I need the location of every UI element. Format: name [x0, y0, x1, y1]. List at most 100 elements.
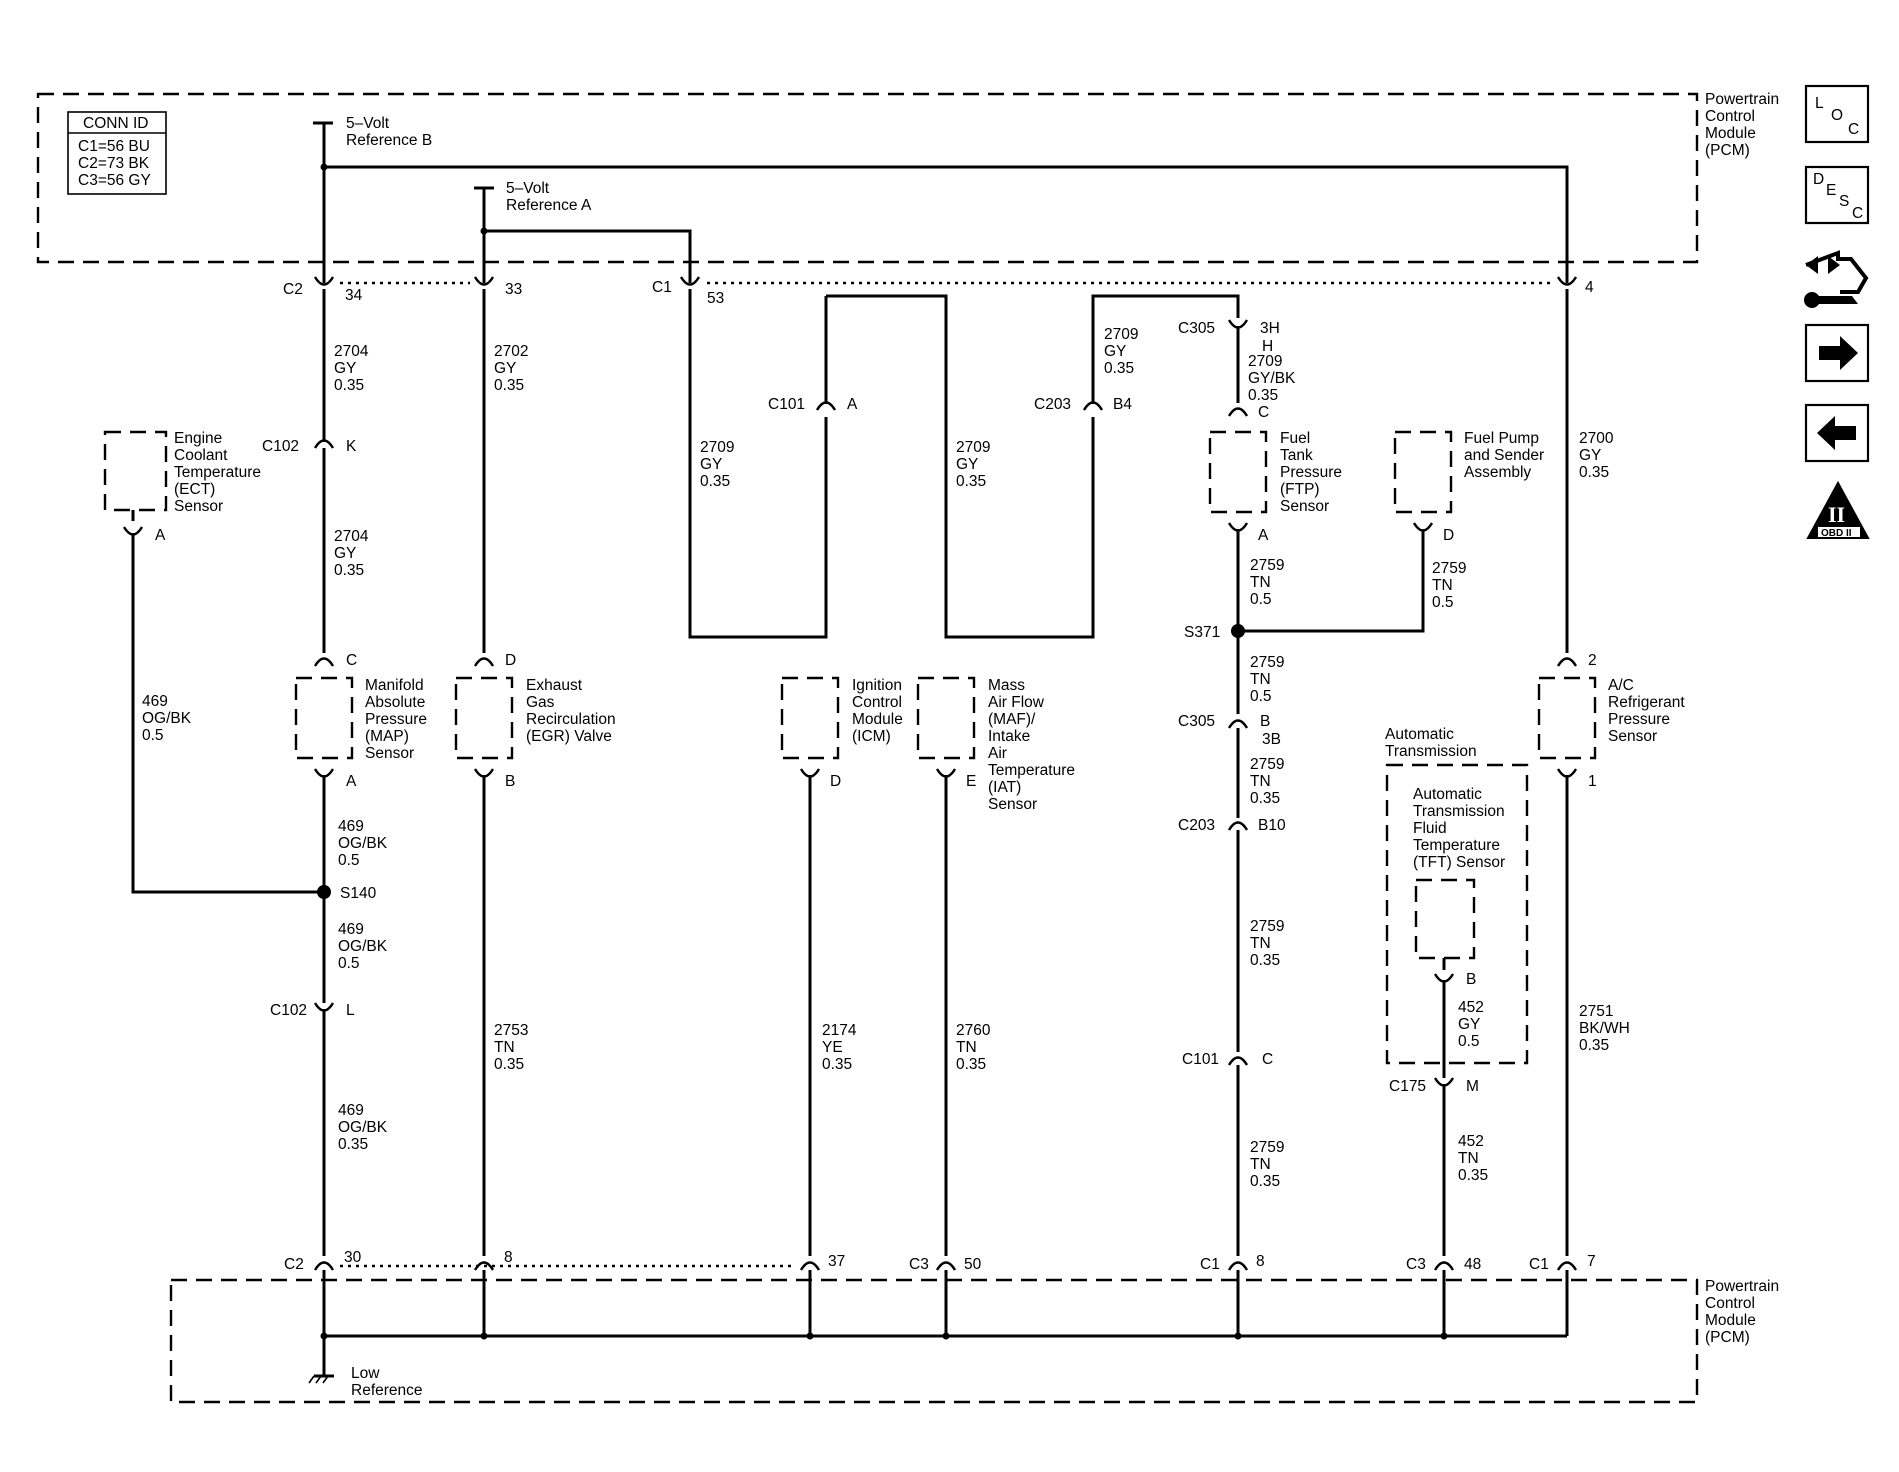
pin-label: 37	[828, 1253, 845, 1270]
maf-box	[916, 676, 976, 760]
pin-label: 8	[504, 1249, 513, 1266]
splice-label: S140	[340, 885, 377, 902]
pcm-top-boundary	[36, 92, 1699, 264]
pin-label: 48	[1464, 1256, 1481, 1273]
description-button[interactable]: D E S C	[1804, 165, 1870, 225]
pin-label: 3B	[1262, 731, 1281, 748]
connector-c1-7	[1556, 1261, 1578, 1271]
splice-label: S371	[1184, 624, 1220, 641]
pin-label: H	[1262, 338, 1273, 355]
connector-c203-b10	[1227, 821, 1249, 831]
next-button[interactable]	[1804, 323, 1870, 383]
wire-2709-to-c305	[1091, 294, 1240, 404]
pin-label: 33	[505, 281, 522, 298]
previous-button[interactable]	[1804, 403, 1870, 463]
conn-label: C1	[1529, 1256, 1549, 1273]
connector-c3-50	[935, 1261, 957, 1271]
conn-label: C2	[283, 281, 303, 298]
pcm-top-label-line: Module	[1705, 125, 1756, 142]
ftp-sensor-box	[1208, 430, 1268, 514]
obd-numeral: II	[1828, 502, 1845, 527]
junction-dot	[942, 1332, 950, 1340]
connector-4	[1556, 276, 1578, 286]
wire-2709-loop-right	[826, 294, 1095, 639]
connector-map-c	[313, 657, 335, 667]
pcm-top-label-line: (PCM)	[1705, 142, 1750, 159]
obd-label: OBD II	[1821, 528, 1852, 539]
pcm-top-label-line: Powertrain	[1705, 91, 1779, 108]
obd-label-bg	[1818, 527, 1860, 537]
obd-ii-button[interactable]: II OBD II	[1806, 480, 1870, 539]
pin-label: B	[1466, 971, 1476, 988]
connector-c3-48	[1433, 1261, 1455, 1271]
pcm-bottom-label-line: Control	[1705, 1295, 1755, 1312]
conn-label: C1	[1200, 1256, 1220, 1273]
pcm-top-label-line: Control	[1705, 108, 1755, 125]
location-button[interactable]: L O C	[1804, 84, 1870, 144]
ect-sensor-box	[103, 430, 168, 512]
connector-ac-2	[1556, 657, 1578, 667]
connector-33	[473, 276, 495, 286]
connector-end-view-button[interactable]	[1804, 250, 1869, 308]
pin-label: 50	[964, 1256, 982, 1273]
connector-tool-icon	[1804, 250, 1869, 308]
conn-label: C203	[1178, 817, 1215, 834]
pin-label: D	[505, 652, 516, 669]
pin-label: A	[847, 396, 858, 413]
icm-box	[780, 676, 840, 760]
conn-label: C101	[768, 396, 805, 413]
arrow-right-icon	[1819, 336, 1858, 370]
connector-egr-d	[473, 657, 495, 667]
pin-label: C	[1258, 404, 1269, 421]
connector-8	[473, 1261, 495, 1271]
conn-label: C175	[1389, 1078, 1426, 1095]
pin-label: 2	[1588, 652, 1597, 669]
conn-id-row: C2=73 BK	[78, 155, 150, 172]
connector-c2-30	[313, 1261, 335, 1271]
conn-label: C102	[270, 1002, 307, 1019]
ground-icon	[308, 1374, 334, 1384]
conn-label: C203	[1034, 396, 1071, 413]
pin-label: B	[505, 773, 515, 790]
pin-label: A	[155, 527, 166, 544]
pin-label: D	[830, 773, 841, 790]
auto-trans-box	[1385, 763, 1529, 1065]
pin-label: B4	[1113, 396, 1132, 413]
pin-label: C	[1262, 1051, 1273, 1068]
conn-label: C305	[1178, 713, 1215, 730]
desc-letter: E	[1826, 182, 1836, 199]
pin-label: D	[1443, 527, 1454, 544]
tft-sensor-box	[1414, 878, 1476, 960]
ref-b-to-ac-wire	[324, 165, 1569, 283]
pin-label: K	[346, 438, 357, 455]
desc-letter: D	[1813, 171, 1824, 188]
pin-label: B	[1260, 713, 1270, 730]
pin-label: 30	[344, 1249, 362, 1266]
loc-letter: C	[1848, 121, 1859, 138]
pin-label: C	[346, 652, 357, 669]
